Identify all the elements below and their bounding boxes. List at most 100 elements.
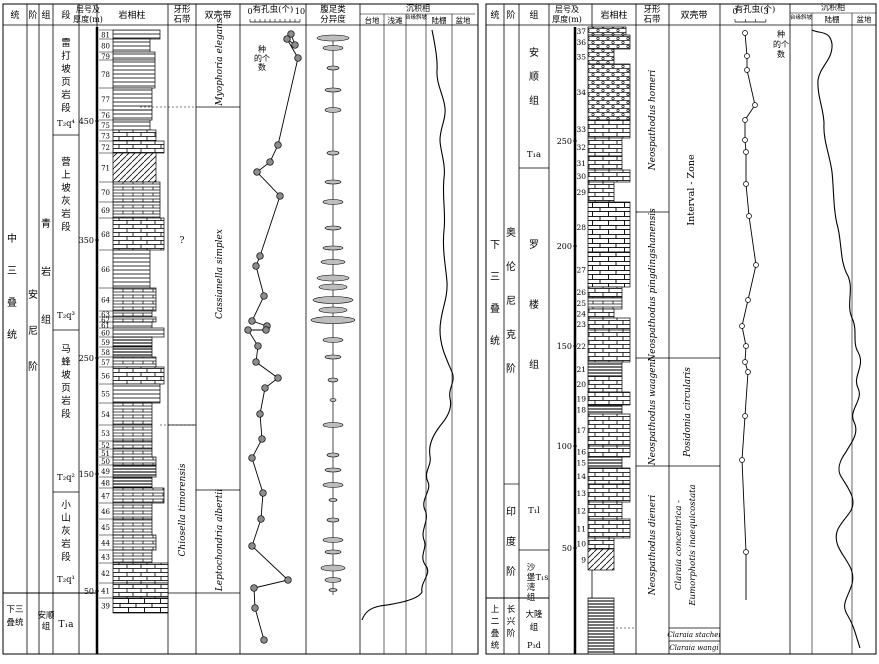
foram-tick-label: 0 xyxy=(247,7,252,16)
changxing-label: 阶 xyxy=(507,628,516,639)
series-label: 统 xyxy=(490,334,500,347)
changxing-label: 长 xyxy=(507,604,516,615)
formation-label: 顺 xyxy=(529,71,539,83)
lith-bed-52 xyxy=(112,440,153,450)
member-label: 小 xyxy=(61,500,71,511)
gastropod-diversity-mark xyxy=(324,225,342,231)
header-lith: 岩相柱 xyxy=(600,9,627,21)
dalong-label: 大隆 xyxy=(525,609,543,620)
foram-curve xyxy=(741,32,757,600)
facies-col-label: 盆地 xyxy=(456,15,471,25)
lith-bed-23 xyxy=(587,317,631,331)
layer-number: 33 xyxy=(576,125,586,134)
gastropod-diversity-mark xyxy=(329,398,337,402)
layer-number: 77 xyxy=(101,96,110,104)
lith-bed-24 xyxy=(587,308,615,319)
lith-bed-37 xyxy=(587,26,627,36)
layer-number: 41 xyxy=(101,588,110,596)
layer-number: 21 xyxy=(576,365,586,374)
member-label: 岩 xyxy=(61,208,71,220)
foram-point xyxy=(752,102,758,108)
member-label: 灰 xyxy=(61,525,71,537)
header-conodont-2: 石带 xyxy=(173,15,191,25)
gastropod-diversity-mark xyxy=(327,377,339,383)
foram-point xyxy=(753,262,759,268)
lith-bed-20 xyxy=(587,375,623,393)
lith-bed-81 xyxy=(112,29,161,40)
member-label: 营 xyxy=(61,156,71,168)
layer-number: 44 xyxy=(101,540,110,548)
bivalve-zone-label: Claraia stachei xyxy=(667,631,720,639)
depth-label: 450 xyxy=(79,117,94,126)
upper-permian-label: 叠 xyxy=(491,629,500,639)
lith-bed-35 xyxy=(587,48,615,65)
lith-bed-53 xyxy=(112,424,153,442)
facies-col-label: 台缘斜坡 xyxy=(790,13,813,21)
lith-bed-77 xyxy=(112,87,153,111)
gastropod-diversity-mark xyxy=(322,245,344,251)
layer-number: 61 xyxy=(101,322,110,330)
member-label: 页 xyxy=(61,77,71,88)
lith-bed-29 xyxy=(587,181,615,203)
lith-bed-64 xyxy=(112,287,157,312)
gastropod-diversity-mark xyxy=(326,452,340,458)
layer-number: 54 xyxy=(101,411,110,419)
foram-point xyxy=(745,369,751,375)
layer-number: 79 xyxy=(101,53,110,61)
lith-bed-49 xyxy=(112,464,157,478)
lith-bed-59 xyxy=(112,336,153,348)
lith-bed-34 xyxy=(587,63,631,121)
series-label-mid: 统 xyxy=(7,328,17,341)
lith-bed-43 xyxy=(112,549,153,564)
header-bivalve: 双壳带 xyxy=(204,9,231,21)
foram-point xyxy=(742,359,748,365)
lith-bed-69 xyxy=(112,201,161,219)
member-label: 山 xyxy=(61,513,71,524)
facies-col-label: 浅滩 xyxy=(388,15,403,25)
layer-number: 71 xyxy=(101,165,110,173)
layer-number: 17 xyxy=(576,426,586,435)
layer-number: 78 xyxy=(101,71,110,79)
lith-bed-68 xyxy=(112,217,165,251)
member-label: 页 xyxy=(61,383,71,394)
foram-point xyxy=(742,117,748,123)
lith-bed-54 xyxy=(112,402,153,426)
foram-tick-label: 3 xyxy=(763,7,768,16)
gastropod-diversity-mark xyxy=(322,337,344,343)
stage-label: 尼 xyxy=(506,295,516,307)
lith-bed-80 xyxy=(112,38,151,53)
gastropod-diversity-mark xyxy=(324,549,342,555)
member-label: 灰 xyxy=(61,195,71,207)
formation-code: T₁a xyxy=(527,150,541,160)
foram-point xyxy=(250,584,258,592)
lith-bed-30 xyxy=(587,169,631,183)
member-label: 坡 xyxy=(61,63,71,75)
member-label: 坡 xyxy=(61,182,71,194)
facies-col-label: 盆地 xyxy=(857,14,872,24)
header-duan: 段 xyxy=(61,9,70,21)
lith-bed-73 xyxy=(112,129,157,142)
foram-note: 种 xyxy=(777,29,785,39)
layer-number: 45 xyxy=(101,524,110,532)
facies-col-label: 台缘斜坡 xyxy=(405,13,428,21)
foram-point xyxy=(260,292,268,300)
header-conodont: 牙形 xyxy=(643,5,661,15)
layer-number: 81 xyxy=(101,32,110,40)
foram-point xyxy=(258,435,266,443)
layer-number: 48 xyxy=(101,480,110,488)
lith-bed-58 xyxy=(112,346,153,358)
gastropod-diversity-mark xyxy=(324,107,342,113)
layer-number: 20 xyxy=(576,380,586,389)
gastropod-diversity-mark xyxy=(318,306,348,314)
lith-bed-63 xyxy=(112,310,153,318)
foram-note: 数 xyxy=(258,62,266,72)
foram-point xyxy=(257,515,265,523)
foram-point xyxy=(252,262,260,270)
lith-bed-51 xyxy=(112,448,153,458)
gastropod-diversity-mark xyxy=(310,316,356,324)
foram-point xyxy=(743,343,749,349)
layer-number: 80 xyxy=(101,43,110,51)
stage-label: 奥 xyxy=(506,226,516,239)
foram-point xyxy=(284,576,292,584)
lith-bed-17 xyxy=(587,413,631,447)
